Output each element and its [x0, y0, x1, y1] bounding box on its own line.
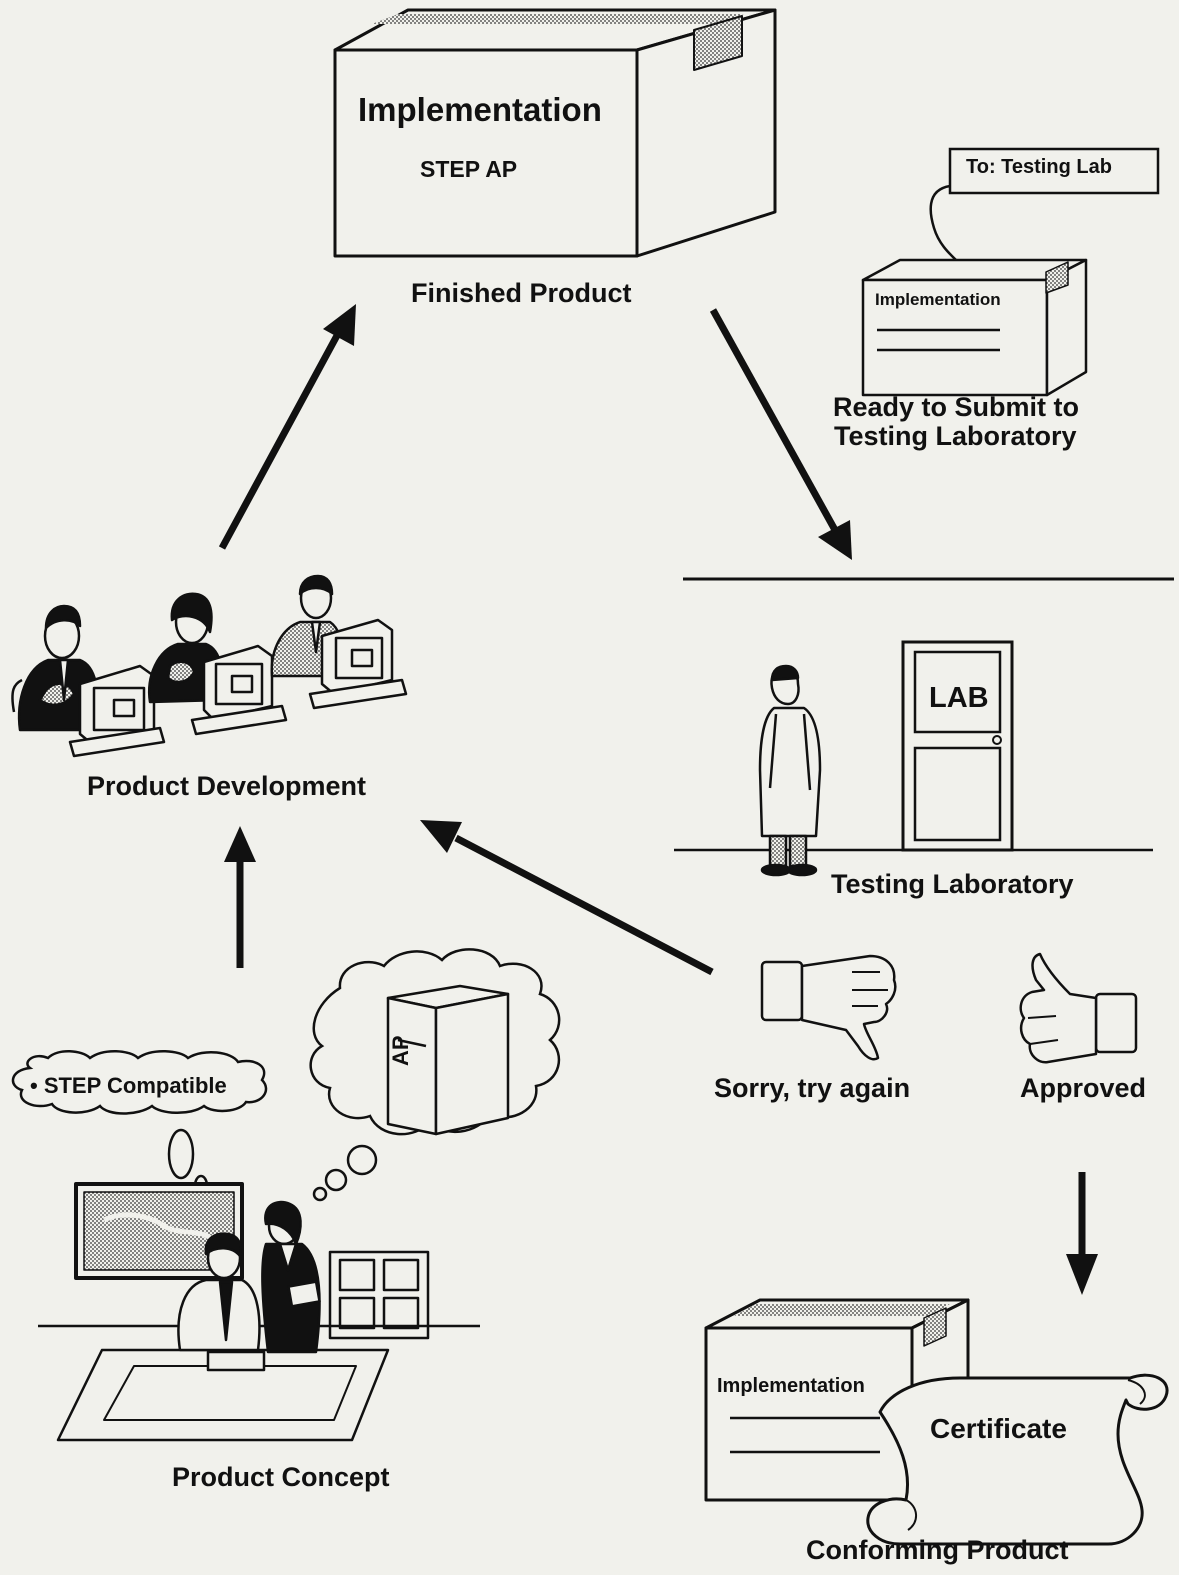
lab-door-icon	[901, 640, 1014, 852]
developer-2	[147, 592, 224, 704]
lab-technician-icon	[758, 664, 822, 877]
computer-1	[68, 664, 166, 758]
book-label: AP	[388, 1035, 413, 1066]
conforming-product-caption: Conforming Product	[806, 1535, 1069, 1565]
conforming-box-label: Implementation	[717, 1375, 865, 1397]
arrow-reject-to-development	[454, 834, 714, 976]
testing-laboratory-caption: Testing Laboratory	[831, 869, 1074, 899]
small-box-label: Implementation	[875, 290, 1001, 309]
product-development-caption: Product Development	[87, 771, 367, 801]
small-implementation-box-icon	[861, 258, 1088, 397]
flow-arrows	[218, 304, 1098, 1295]
computer-2	[190, 644, 288, 736]
finished-product-box-icon	[333, 8, 777, 258]
thumbs-down-icon	[760, 954, 897, 1061]
people-at-computers-icon	[11, 574, 408, 758]
product-concept-caption: Product Concept	[172, 1462, 390, 1492]
step-compatible-bubble-text: • STEP Compatible	[30, 1073, 227, 1098]
certificate-label: Certificate	[930, 1413, 1067, 1444]
testing-lab-tag-label: To: Testing Lab	[966, 156, 1112, 178]
arrow-development-to-finished	[218, 328, 344, 550]
thumbs-up-icon	[1019, 952, 1138, 1064]
ready-to-submit-caption-line2: Testing Laboratory	[834, 421, 1077, 451]
meeting-scene-icon	[38, 1182, 480, 1442]
arrow-finished-to-lab	[709, 308, 839, 532]
certificate-scroll-icon	[866, 1373, 1169, 1546]
finished-box-title: Implementation	[358, 91, 602, 128]
computer-3	[308, 618, 408, 710]
ready-to-submit-caption-line1: Ready to Submit to	[833, 392, 1080, 422]
developer-1	[11, 604, 100, 732]
lab-door-sign: LAB	[929, 682, 989, 714]
testing-lab-tag-icon	[929, 147, 1160, 267]
book-icon	[386, 984, 510, 1136]
finished-box-subtitle: STEP AP	[420, 156, 518, 182]
finished-product-caption: Finished Product	[411, 278, 632, 308]
approved-label: Approved	[1020, 1073, 1147, 1103]
rejected-label: Sorry, try again	[714, 1073, 911, 1103]
